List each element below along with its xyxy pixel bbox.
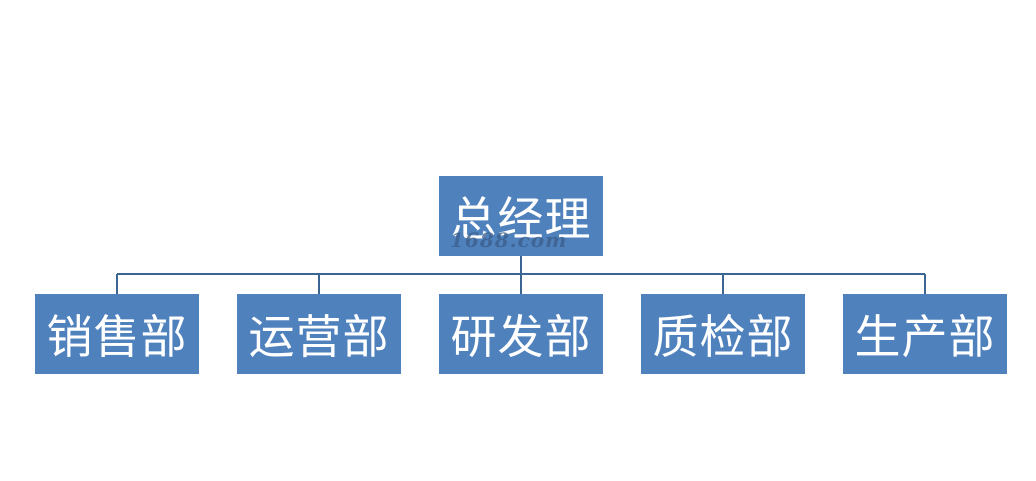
child-node-label: 质检部 [652, 310, 794, 364]
root-node-general-manager: 总经理 [439, 176, 603, 256]
child-node-quality: 质检部 [641, 294, 805, 374]
child-node-label: 生产部 [854, 310, 996, 364]
child-node-label: 研发部 [450, 310, 592, 364]
root-node-label: 总经理 [450, 192, 592, 246]
child-node-production: 生产部 [843, 294, 1007, 374]
child-node-sales: 销售部 [35, 294, 199, 374]
child-node-label: 运营部 [248, 310, 390, 364]
child-node-rnd: 研发部 [439, 294, 603, 374]
child-node-label: 销售部 [46, 310, 188, 364]
child-node-operations: 运营部 [237, 294, 401, 374]
